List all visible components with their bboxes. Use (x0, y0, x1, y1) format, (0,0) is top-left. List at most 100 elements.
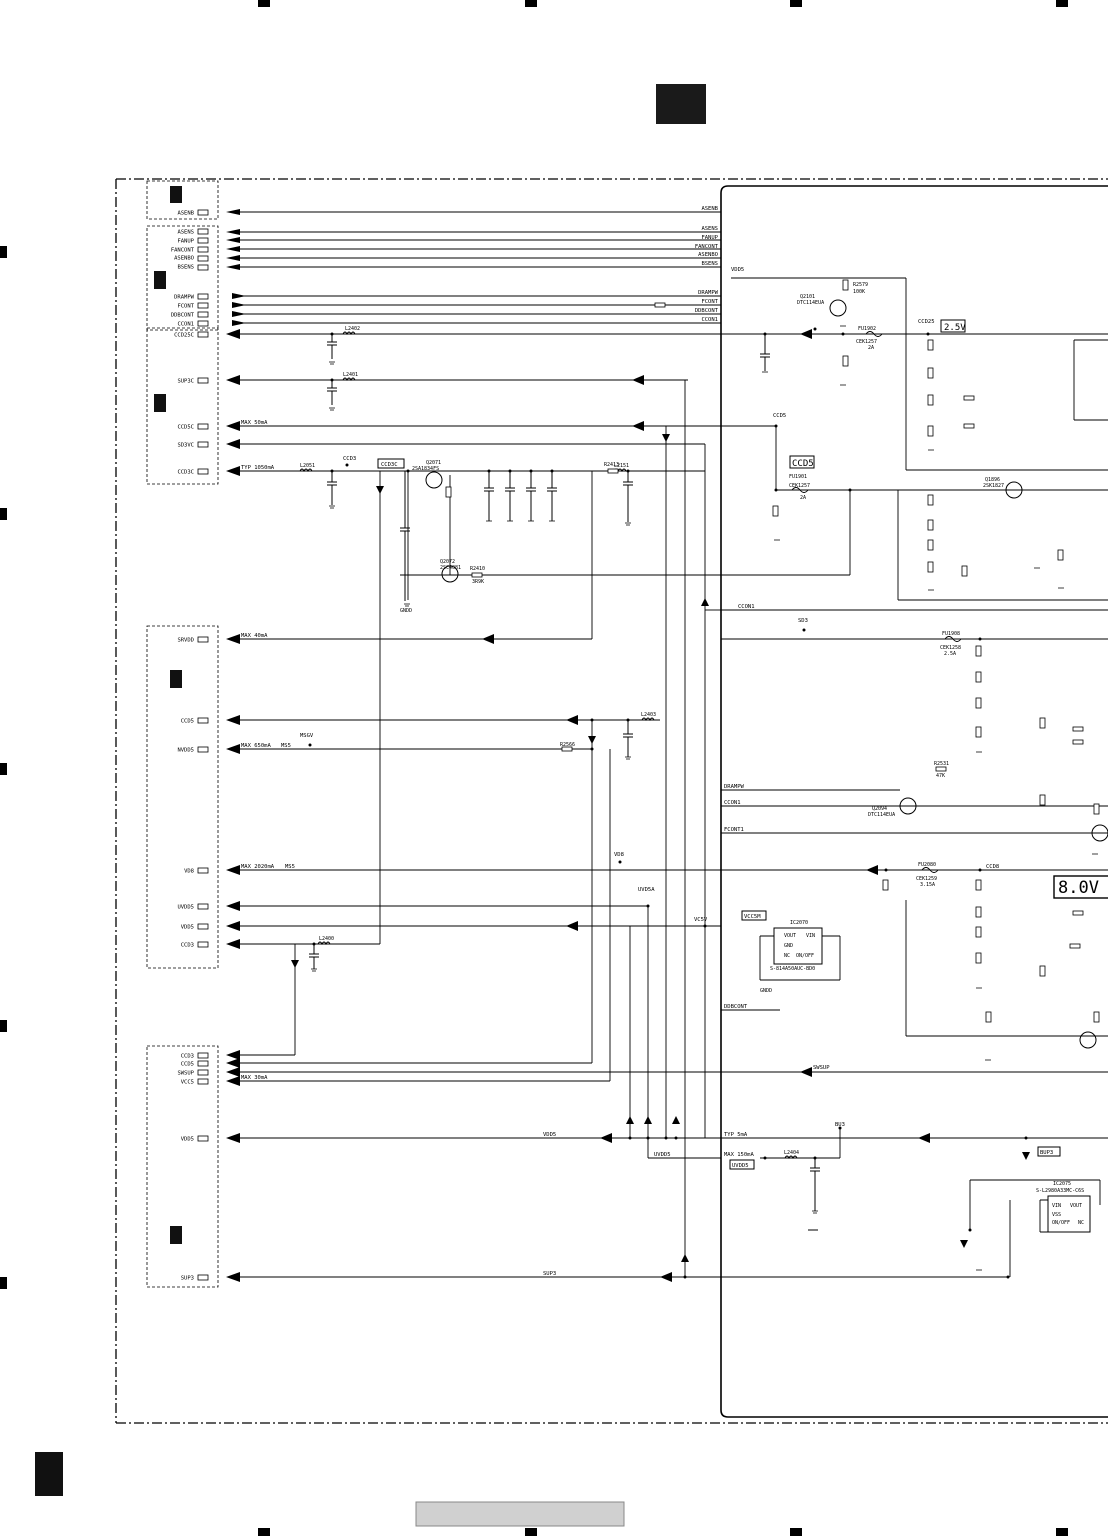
signal-label: BU3 (835, 1122, 845, 1128)
note-ms5b: MS5 (285, 864, 295, 870)
connector-group-1: ASENB (177, 211, 194, 217)
label-l2400: L2400 (319, 936, 334, 942)
signal-label: SUP3 (543, 1271, 556, 1277)
connector-pin-label: VDD5 (181, 1137, 194, 1143)
signal-label: SWSUP (813, 1065, 830, 1071)
label-l2151: L2151 (614, 463, 629, 469)
capacitors (309, 334, 820, 1231)
label-r2531-val: 47K (936, 773, 945, 779)
signal-labels: ASENB ASENS FANUP FANCONT ASENBO BSENS DRAMPW F… (343, 206, 999, 1277)
signal-label: FANCONT (695, 244, 719, 250)
label-fu1908: FU1908 (942, 631, 960, 637)
corner-block (35, 1452, 63, 1496)
signal-label: BSENS (701, 261, 718, 267)
label-l2402: L2402 (345, 326, 360, 332)
label-q2072: Q2072 (440, 559, 455, 565)
label-r2531: R2531 (934, 761, 949, 767)
signal-label: FANUP (701, 235, 718, 241)
transistors (425, 299, 1108, 1049)
note-max-30: MAX 30mA (241, 1075, 268, 1081)
vbox-8-0v: 8.0V (1058, 878, 1099, 898)
signal-label: ASENB (701, 206, 718, 212)
label-l2051: L2051 (300, 463, 315, 469)
signal-label: ASENBO (698, 252, 718, 258)
connector-pin-label: CCD25C (174, 333, 194, 339)
label-q2071-type: 2SA1834FS (412, 466, 439, 472)
signal-label: CCD8 (986, 864, 999, 870)
signal-label: DRAMPW (698, 290, 719, 296)
part-labels: Q2101 DTC114EUA R2579 100K FU1902 CEK125… (300, 282, 1084, 1226)
signal-label: FCONT (701, 299, 718, 305)
label-ic2075: IC2075 (1053, 1181, 1071, 1187)
signal-label: CCD3 (343, 456, 356, 462)
ic2070-pin-vout: VOUT (784, 933, 796, 939)
signal-label: FCONT1 (724, 827, 744, 833)
inductors (299, 331, 962, 1160)
label-fu1901-val: CEK1257 (789, 483, 810, 489)
ic2070-pin-gnd: GND (784, 943, 793, 949)
signal-label: VDD5 (731, 267, 744, 273)
label-q2071: Q2071 (426, 460, 441, 466)
label-fu1908-amp: 2.5A (944, 651, 956, 657)
signal-label: SD3 (798, 618, 808, 624)
signal-label: DRAMPW (724, 784, 745, 790)
connector-pin-label: DRAMPW (174, 295, 195, 301)
label-r2579: R2579 (853, 282, 868, 288)
ic2075-pin-nc: NC (1078, 1220, 1084, 1226)
connector-pin-label: VDD5 (181, 925, 194, 931)
connector-pin-label: SRVDD (177, 638, 194, 644)
signal-label: VC5V (694, 917, 708, 923)
connector-pin-label: VCC5 (181, 1080, 194, 1086)
vbox-vcc5m: VCC5M (744, 914, 761, 920)
connector-boxes (146, 180, 219, 1288)
label-q2101: Q2101 (800, 294, 815, 300)
label-r2413: R2413 (604, 462, 619, 468)
label-fu1901-amp: 2A (800, 495, 806, 501)
note-typ-1050: TYP 1050mA (241, 465, 275, 471)
label-fu2080-amp: 3.15A (920, 882, 935, 888)
label-l2403: L2403 (641, 712, 656, 718)
label-fu1901: FU1901 (789, 474, 807, 480)
connector-pin-label: NVDD5 (177, 748, 194, 754)
ic2075-pin-vin: VIN (1052, 1203, 1061, 1209)
signal-label: VDD5 (543, 1132, 556, 1138)
ic2075-pin-onoff: ON/OFF (1052, 1220, 1070, 1226)
note-max-40: MAX 40mA (241, 633, 268, 639)
outer-frame (115, 178, 1108, 1424)
signal-label: CCON1 (738, 604, 755, 610)
connector-pin-label: FANCONT (171, 248, 195, 254)
ground-symbols (311, 325, 1102, 1271)
vbox-ccd3c: CCD3C (381, 462, 398, 468)
label-gndd-2: GNDD (760, 988, 772, 994)
ic-bodies (773, 927, 1091, 1233)
label-q2101-type: DTC114EUA (797, 300, 824, 306)
connector-pin-label: SD3VC (177, 443, 194, 449)
connector-pin-label: CCD3 (181, 1054, 194, 1060)
label-fu1902-val: CEK1257 (856, 339, 877, 345)
label-ic2070-type: S-814A50AUC-BD0 (770, 966, 815, 972)
signal-label: UVDD5 (654, 1152, 671, 1158)
wiring (240, 211, 1108, 1278)
inner-board-outline (720, 185, 1108, 1418)
label-l2404: L2404 (784, 1150, 799, 1156)
signal-label: VD8 (614, 852, 624, 858)
connector-pin-label: SUP3 (181, 1276, 194, 1282)
page-number-box (415, 1501, 625, 1527)
connector-pin-label: CCD5 (181, 1062, 194, 1068)
voltage-boxes: 2.5V CCD5 CCD3C VCC5M UVDD5 BUP3 8.0V (377, 319, 1108, 1170)
label-fu2080: FU2080 (918, 862, 936, 868)
signal-label: ASENS (701, 226, 718, 232)
connector-pin-label: SUP3C (177, 379, 194, 385)
connector-pin-label: CCON1 (177, 322, 194, 328)
ic2075-pin-vout: VOUT (1070, 1203, 1082, 1209)
note-max-650: MAX 650mA (241, 743, 271, 749)
vbox-ccd5: CCD5 (792, 459, 814, 469)
signal-label: DDBCONT (695, 308, 719, 314)
junctions (308, 327, 1028, 1279)
signal-label: UVD5A (638, 887, 655, 893)
